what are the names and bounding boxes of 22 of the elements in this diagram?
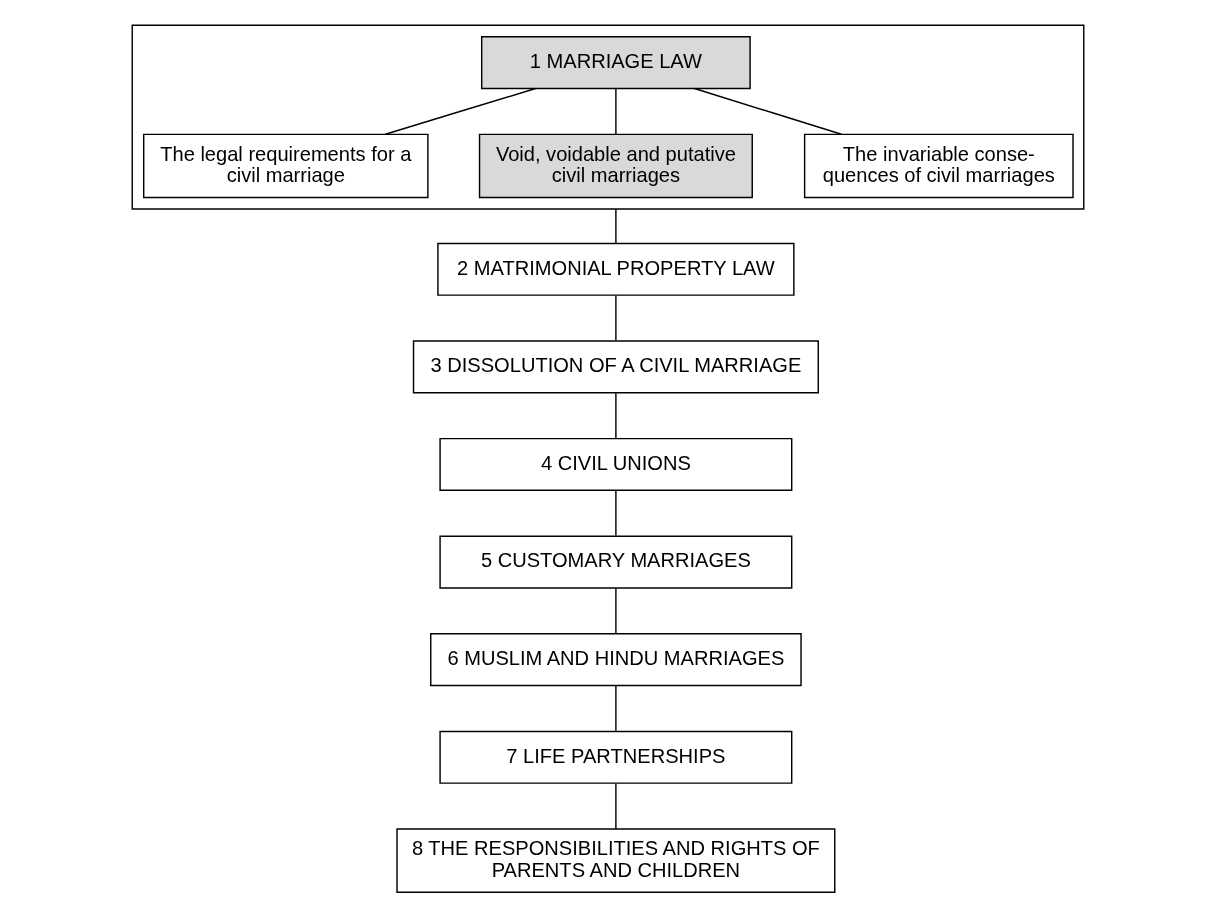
connector [384, 87, 536, 135]
node-box: 7 LIFE PARTNERSHIPS [438, 730, 792, 784]
connector [614, 88, 617, 135]
node-box: Void, voidable and putative civil marriages [478, 133, 753, 199]
node-box: 8 THE RESPONSIBILITIES AND RIGHTS OF PARENTS AND CHILDREN [395, 828, 835, 893]
node-box: 1 MARRIAGE LAW [480, 36, 751, 90]
node-box: The invariable conse- quences of civil marriages [803, 133, 1074, 199]
connector [614, 782, 617, 830]
node-box: 3 DISSOLUTION OF A CIVIL MARRIAGE [412, 340, 819, 394]
node-box: 2 MATRIMONIAL PROPERTY LAW [436, 242, 795, 296]
connector [693, 87, 842, 135]
connector [614, 587, 617, 634]
node-box: The legal requirements for a civil marriage [142, 133, 429, 199]
connector [614, 685, 617, 732]
connector [614, 294, 617, 342]
connector [614, 392, 617, 439]
node-box: 6 MUSLIM AND HINDU MARRIAGES [429, 633, 802, 687]
connector [614, 208, 617, 244]
cluster [131, 24, 1084, 210]
node-box: 4 CIVIL UNIONS [438, 437, 792, 492]
node-box: 5 CUSTOMARY MARRIAGES [438, 535, 792, 589]
connector [614, 490, 617, 537]
